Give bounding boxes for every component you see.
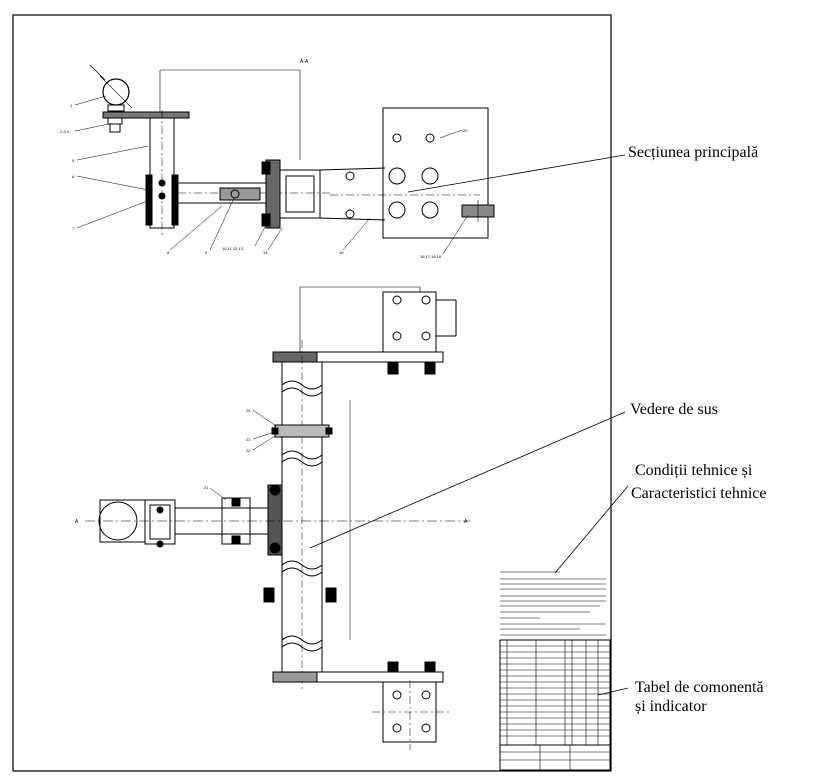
main-section-view xyxy=(74,64,495,255)
part-number: 10,11,12,13 xyxy=(222,246,244,251)
part-number: 16,17,18,19 xyxy=(420,254,442,259)
part-number: 15 xyxy=(339,250,344,255)
part-number: 8 xyxy=(167,250,170,255)
part-number: 21 xyxy=(204,485,209,490)
sheet-border xyxy=(12,14,612,772)
top-view-callout: Vedere de sus xyxy=(630,401,718,418)
part-number: 2,3,4 xyxy=(60,129,70,134)
part-number: 20 xyxy=(463,128,468,133)
bom-callout-line2: și indicator xyxy=(635,698,707,715)
part-number: 9 xyxy=(205,250,208,255)
section-marker-left: A xyxy=(75,519,79,525)
bom-table xyxy=(499,639,611,771)
technical-conditions-block xyxy=(500,571,606,636)
part-number: 7 xyxy=(72,226,75,231)
tech-conditions-callout-line2: Caracteristici tehnice xyxy=(631,485,767,502)
part-number: 24 xyxy=(246,408,251,413)
top-view xyxy=(85,286,470,750)
main-section-callout: Secțiunea principală xyxy=(628,144,759,161)
part-number: 5 xyxy=(72,158,75,163)
part-number: 1 xyxy=(70,103,73,108)
bom-callout-line1: Tabel de comonentă xyxy=(635,679,764,696)
part-number: 6 xyxy=(72,174,75,179)
section-marker-right: A xyxy=(464,519,468,525)
part-number: 22 xyxy=(246,448,251,453)
section-part-numbers: 1 2,3,4 5 6 7 8 9 10,11,12,13 14 15 16,1… xyxy=(60,103,468,259)
part-number: 23 xyxy=(246,437,251,442)
section-title-label: A-A xyxy=(300,59,309,65)
tech-conditions-callout-line1: Condiții tehnice și xyxy=(635,462,753,479)
part-number: 14 xyxy=(263,250,268,255)
callout-leaders xyxy=(309,154,629,696)
top-view-part-numbers: 21 22 23 24 xyxy=(204,408,251,490)
